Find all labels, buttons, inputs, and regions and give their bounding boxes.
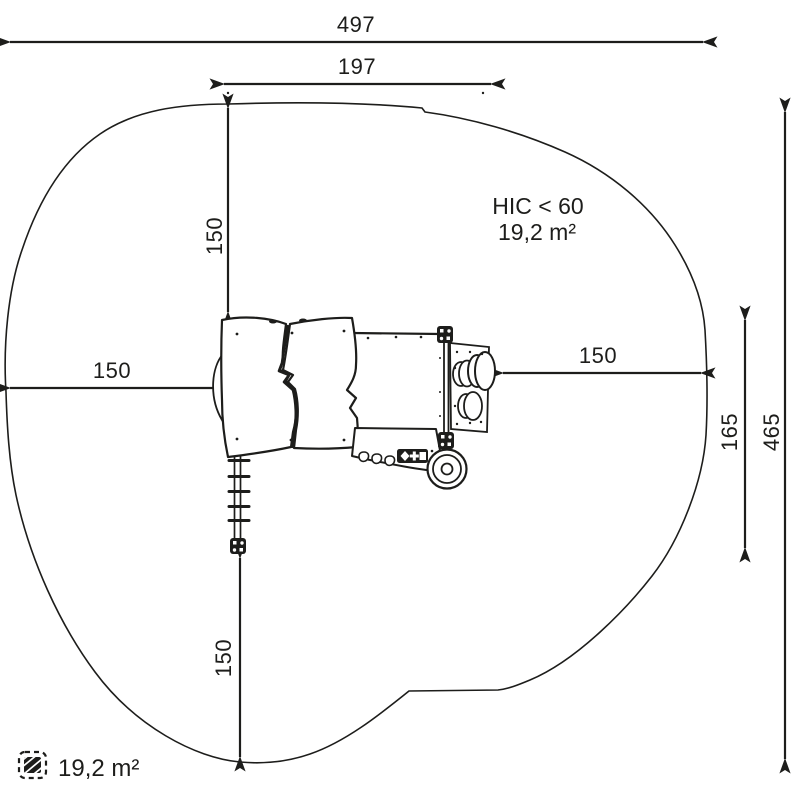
dim-total-height: 465 <box>759 97 791 774</box>
ladder-connector <box>230 538 246 554</box>
legend-area-label: 19,2 m² <box>58 755 139 782</box>
equipment-top-view <box>212 316 496 554</box>
equipment-handrail-beam <box>351 331 441 336</box>
dim-equipment-height: 165 <box>717 305 751 563</box>
dim-bottom-offset-label: 150 <box>211 639 236 677</box>
ladder <box>227 456 251 540</box>
dim-upper-width: 197 <box>209 54 506 90</box>
plate-diamond-icon <box>400 451 410 461</box>
reference-dot <box>481 91 485 95</box>
panel-hinge <box>299 318 307 323</box>
dim-top-offset: 150 <box>202 93 234 327</box>
hatched-square-icon <box>17 750 48 780</box>
post-connector-bottom <box>438 432 454 449</box>
dim-top-offset-label: 150 <box>202 217 227 255</box>
stool-cylinder-bottom <box>457 391 483 421</box>
dim-left-offset-label: 150 <box>93 358 131 383</box>
legend: 19,2 m² <box>17 750 139 782</box>
deck-cutout <box>371 453 383 465</box>
equipment-panel-gap <box>277 324 298 449</box>
dim-total-width-label: 497 <box>337 12 375 37</box>
stool-cylinder-large <box>467 351 496 391</box>
dim-right-offset: 150 <box>488 343 716 379</box>
dim-left-offset: 150 <box>0 358 229 394</box>
dim-upper-width-label: 197 <box>338 54 376 79</box>
dim-total-height-label: 465 <box>759 413 784 451</box>
panel-hinge <box>269 319 277 324</box>
dim-total-width: 497 <box>0 12 718 48</box>
post-connector-top <box>437 326 453 343</box>
plate-square-icon <box>419 452 426 460</box>
spinner-wheel <box>426 448 468 490</box>
reference-dot <box>226 91 230 95</box>
dim-bottom-offset: 150 <box>211 543 246 772</box>
hic-annotation: HIC < 60 19,2 m² <box>492 193 583 245</box>
deck-cutout <box>358 451 370 463</box>
deck-cutout <box>384 455 396 467</box>
dim-equipment-height-label: 165 <box>717 413 742 451</box>
screw-dots <box>235 329 484 453</box>
plate-cross-icon <box>409 454 419 458</box>
impact-area-value: 19,2 m² <box>498 219 576 245</box>
dim-right-offset-label: 150 <box>579 343 617 368</box>
hic-value: HIC < 60 <box>492 193 583 219</box>
